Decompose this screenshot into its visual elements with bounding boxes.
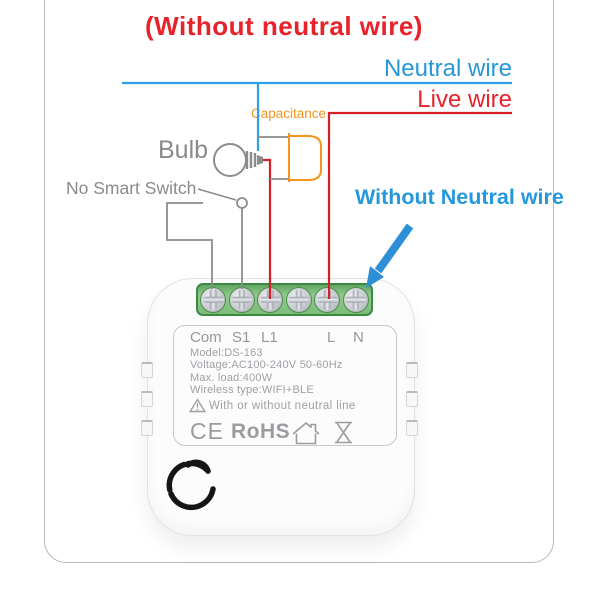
terminal-label-s1: S1 <box>232 329 251 346</box>
neutral-wire-label: Neutral wire <box>383 55 512 82</box>
mount-clip-left-1 <box>141 362 153 378</box>
bulb-label: Bulb <box>158 136 209 164</box>
mount-clip-left-2 <box>141 391 153 407</box>
terminal-screw-mid <box>285 286 312 313</box>
warning-triangle-icon <box>189 398 206 413</box>
warning-text: With or without neutral line <box>209 399 356 412</box>
terminal-block <box>196 283 373 316</box>
mount-clip-left-3 <box>141 420 153 436</box>
mount-clip-right-2 <box>406 391 418 407</box>
no-smart-switch-label: No Smart Switch <box>66 178 197 198</box>
terminal-screw-l <box>314 286 341 313</box>
diagram-title: (Without neutral wire) <box>145 11 423 41</box>
spec-wireless: Wireless type:WIFI+BLE <box>190 384 314 397</box>
terminal-screw-com <box>200 286 227 313</box>
without-neutral-callout: Without Neutral wire <box>355 185 564 209</box>
terminal-screw-l1 <box>257 286 284 313</box>
mount-clip-right-3 <box>406 420 418 436</box>
mount-clip-right-1 <box>406 362 418 378</box>
terminal-screw-s1 <box>228 286 255 313</box>
spec-model: Model:DS-163 <box>190 347 263 359</box>
live-wire-label: Live wire <box>417 86 512 113</box>
terminal-label-l: L <box>327 329 336 346</box>
warning-row: With or without neutral line <box>189 398 356 413</box>
terminal-label-l1: L1 <box>261 329 278 346</box>
terminal-label-n: N <box>353 329 364 346</box>
terminal-label-com: Com <box>190 329 222 346</box>
hourglass-icon <box>334 421 353 444</box>
ce-mark-icon: CE <box>190 418 224 444</box>
spec-max-load: Max. load:400W <box>190 371 273 384</box>
photo-frame-border <box>44 0 554 563</box>
terminal-screw-n <box>342 286 369 313</box>
spec-voltage: Voltage:AC100-240V 50-60Hz <box>190 359 343 372</box>
brand-logo <box>162 449 226 513</box>
device-label-panel: Com S1 L1 L N Model:DS-163 Voltage:AC100… <box>173 325 397 446</box>
rohs-mark: RoHS <box>231 420 291 443</box>
capacitance-label: Capacitance <box>251 106 327 121</box>
house-icon <box>291 421 321 445</box>
device-specs: Model:DS-163 Voltage:AC100-240V 50-60Hz … <box>190 347 343 397</box>
smart-switch-device: Com S1 L1 L N Model:DS-163 Voltage:AC100… <box>141 278 418 536</box>
